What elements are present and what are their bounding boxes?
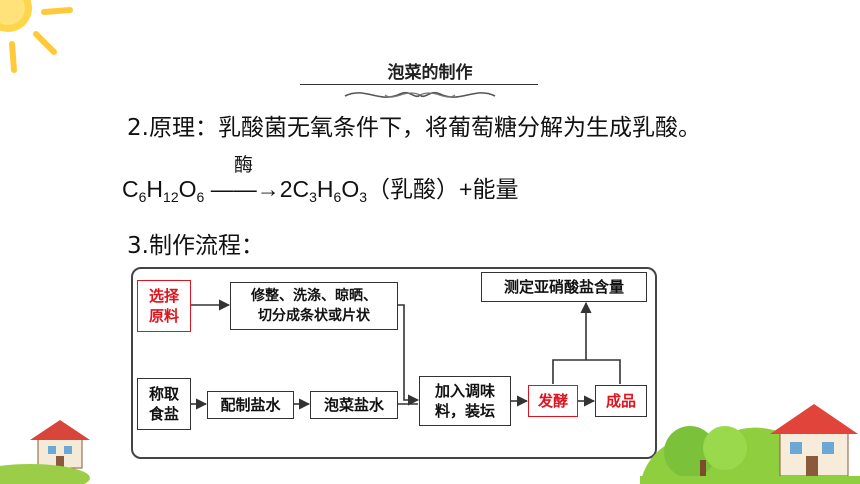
product-formula: C3H6O3	[292, 176, 368, 205]
node-ferment: 发酵	[528, 385, 578, 417]
flow-heading: 3.制作流程：	[127, 233, 264, 259]
node-select-line1: 选择	[148, 287, 179, 305]
node-select-line2: 原料	[148, 307, 179, 325]
node-brine-label: 配制盐水	[220, 396, 281, 414]
node-ferment-label: 发酵	[537, 392, 568, 410]
node-weigh-salt: 称取 食盐	[137, 378, 191, 430]
reaction-arrow: ——→	[210, 176, 280, 202]
node-season-line2: 料，装坛	[434, 402, 495, 420]
node-pickle-brine: 泡菜盐水	[310, 391, 398, 419]
node-select-raw-materials: 选择 原料	[137, 280, 191, 332]
node-salt-line1: 称取	[148, 385, 179, 403]
energy-term: +能量	[459, 176, 519, 202]
node-measure-label: 测定亚硝酸盐含量	[503, 278, 624, 296]
node-add-seasoning: 加入调味 料，装坛	[419, 376, 511, 426]
reactant-formula: C6H12O6	[122, 176, 205, 205]
node-measure-nitrite: 测定亚硝酸盐含量	[481, 272, 647, 302]
node-pickle-brine-label: 泡菜盐水	[323, 396, 384, 414]
sun-icon	[0, 0, 73, 73]
page-title: 泡菜的制作	[387, 63, 473, 83]
title-divider	[300, 84, 538, 85]
node-season-line1: 加入调味	[434, 382, 495, 400]
node-product-label: 成品	[605, 392, 636, 410]
node-trim-line1: 修整、洗涤、晾晒、	[251, 288, 377, 304]
node-trim-line2: 切分成条状或片状	[258, 308, 370, 324]
product-coefficient: 2	[279, 176, 293, 202]
principle-text: 2.原理：乳酸菌无氧条件下，将葡萄糖分解为生成乳酸。	[127, 115, 701, 141]
node-prepare-brine: 配制盐水	[207, 391, 294, 419]
tree-icon	[640, 426, 800, 484]
flourish-icon	[344, 91, 496, 98]
node-trim-wash: 修整、洗涤、晾晒、 切分成条状或片状	[230, 282, 398, 330]
node-salt-line2: 食盐	[148, 405, 179, 423]
node-finished-product: 成品	[595, 385, 647, 417]
enzyme-label: 酶	[234, 154, 254, 176]
house-icon	[770, 404, 858, 477]
house-icon	[30, 420, 90, 469]
product-note: （乳酸）	[367, 176, 460, 202]
chemical-equation: C6H12O6 ——→2C3H6O3（乳酸）+能量	[122, 170, 518, 205]
